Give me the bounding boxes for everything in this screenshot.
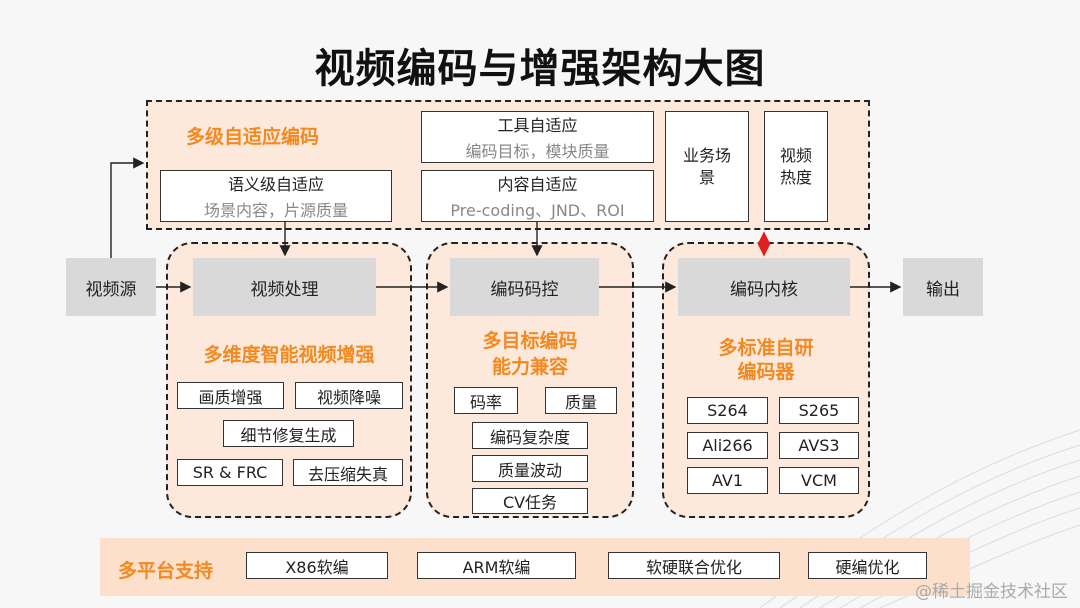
platform-item: X86软编 bbox=[246, 552, 388, 579]
target-heading: 多目标编码 能力兼容 bbox=[426, 328, 634, 380]
codec-item: AV1 bbox=[687, 467, 768, 494]
target-heading-line1: 多目标编码 bbox=[482, 330, 578, 352]
tool-adaptive-label: 工具自适应 bbox=[497, 116, 578, 135]
target-heading-line2: 能力兼容 bbox=[491, 356, 568, 378]
content-adaptive-box: 内容自适应 Pre-coding、JND、ROI bbox=[421, 170, 654, 222]
codec-item: S265 bbox=[779, 397, 859, 424]
enhance-item: SR & FRC bbox=[177, 459, 283, 486]
enhance-heading: 多维度智能视频增强 bbox=[203, 344, 375, 366]
rate-control-box: 编码码控 bbox=[450, 258, 599, 316]
tool-adaptive-desc: 编码目标，模块质量 bbox=[465, 142, 610, 161]
target-item: CV任务 bbox=[472, 488, 588, 514]
semantic-adaptive-box: 语义级自适应 场景内容，片源质量 bbox=[160, 170, 392, 222]
codec-heading-line2: 编码器 bbox=[737, 361, 795, 383]
codec-heading-line1: 多标准自研 bbox=[718, 337, 814, 359]
codec-heading: 多标准自研 编码器 bbox=[662, 336, 870, 384]
enhance-item: 画质增强 bbox=[177, 382, 284, 409]
tool-adaptive-box: 工具自适应 编码目标，模块质量 bbox=[421, 111, 654, 163]
codec-item: AVS3 bbox=[779, 432, 859, 459]
video-source-box: 视频源 bbox=[66, 258, 156, 316]
semantic-adaptive-label: 语义级自适应 bbox=[227, 175, 324, 194]
codec-item: S264 bbox=[687, 397, 768, 424]
target-item: 编码复杂度 bbox=[472, 422, 588, 449]
adaptive-encoding-heading: 多级自适应编码 bbox=[186, 126, 320, 148]
video-heat-box: 视频热度 bbox=[764, 111, 828, 222]
enhance-item: 视频降噪 bbox=[295, 382, 403, 409]
watermark: @稀土掘金技术社区 bbox=[915, 582, 1068, 602]
encoder-core-box: 编码内核 bbox=[678, 258, 850, 316]
enhance-item: 去压缩失真 bbox=[293, 459, 403, 486]
output-box: 输出 bbox=[903, 258, 983, 316]
enhance-item: 细节修复生成 bbox=[223, 420, 354, 447]
business-scene-box: 业务场景 bbox=[665, 111, 749, 222]
platform-item: 硬编优化 bbox=[808, 552, 927, 579]
target-item: 码率 bbox=[454, 387, 518, 414]
target-item: 质量波动 bbox=[472, 455, 588, 482]
codec-item: VCM bbox=[779, 467, 859, 494]
semantic-adaptive-desc: 场景内容，片源质量 bbox=[203, 201, 348, 220]
content-adaptive-label: 内容自适应 bbox=[497, 175, 578, 194]
codec-item: Ali266 bbox=[687, 432, 768, 459]
platform-item: 软硬联合优化 bbox=[608, 552, 780, 579]
video-processing-box: 视频处理 bbox=[193, 258, 376, 316]
arrow-source-to-panel bbox=[110, 157, 145, 258]
content-adaptive-desc: Pre-coding、JND、ROI bbox=[450, 201, 625, 220]
platform-heading: 多平台支持 bbox=[118, 560, 214, 582]
platform-item: ARM软编 bbox=[417, 552, 576, 579]
target-item: 质量 bbox=[545, 387, 617, 414]
page-title: 视频编码与增强架构大图 bbox=[314, 46, 766, 92]
